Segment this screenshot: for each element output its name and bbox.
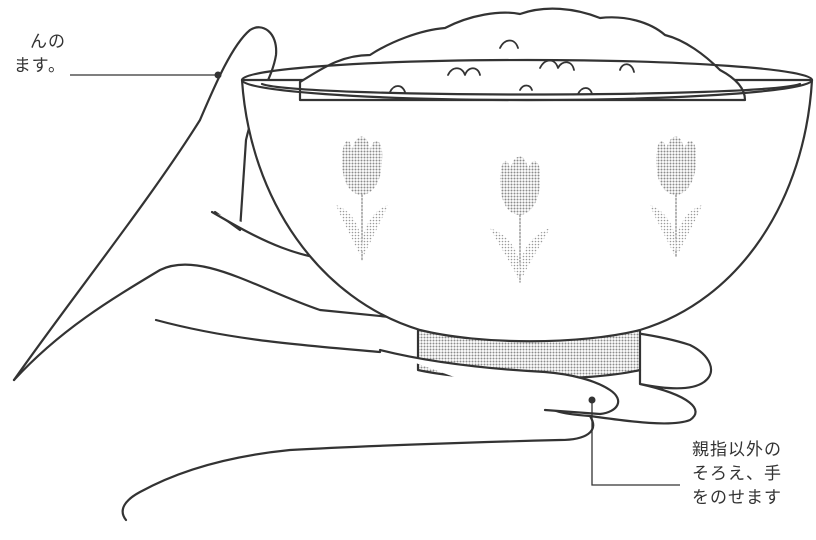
- annotation-bottom-right-line-1: 親指以外の: [692, 438, 782, 462]
- annotation-bottom-right-line-2: そろえ、手: [692, 462, 782, 486]
- annotation-bottom-right-line-3: をのせます: [692, 486, 782, 510]
- annotation-top-left-line-1: んの: [0, 30, 66, 54]
- annotation-top-left: んの ます。: [0, 30, 66, 78]
- annotation-bottom-right: 親指以外の そろえ、手 をのせます: [692, 438, 782, 510]
- annotation-top-left-line-2: ます。: [0, 54, 66, 78]
